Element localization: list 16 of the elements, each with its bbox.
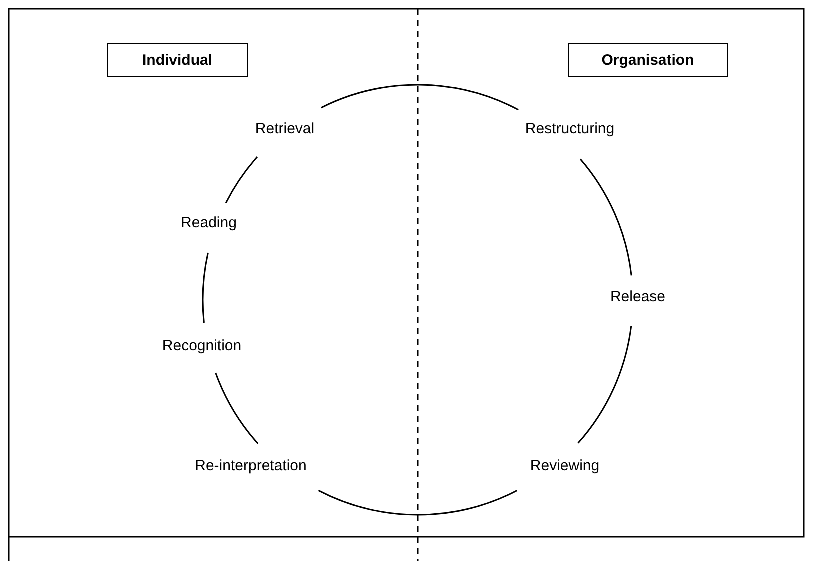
stage-label: Re-interpretation (195, 458, 307, 474)
connector-arc (215, 372, 259, 444)
header-box: Organisation (568, 43, 728, 77)
stage-label: Recognition (162, 338, 242, 354)
connector-arc (318, 490, 518, 516)
stage-label: Restructuring (525, 120, 615, 138)
stage-label: Reading (181, 214, 237, 232)
connector-arc (580, 158, 632, 276)
connector-arc (202, 252, 209, 324)
stage-label: Reviewing (530, 458, 600, 474)
connector-arc (225, 156, 258, 204)
connector-arc (578, 326, 632, 444)
connector-arc (321, 84, 519, 111)
stage-label: Retrieval (255, 120, 315, 138)
header-box: Individual (107, 43, 248, 77)
stage-label: Release (610, 288, 666, 306)
